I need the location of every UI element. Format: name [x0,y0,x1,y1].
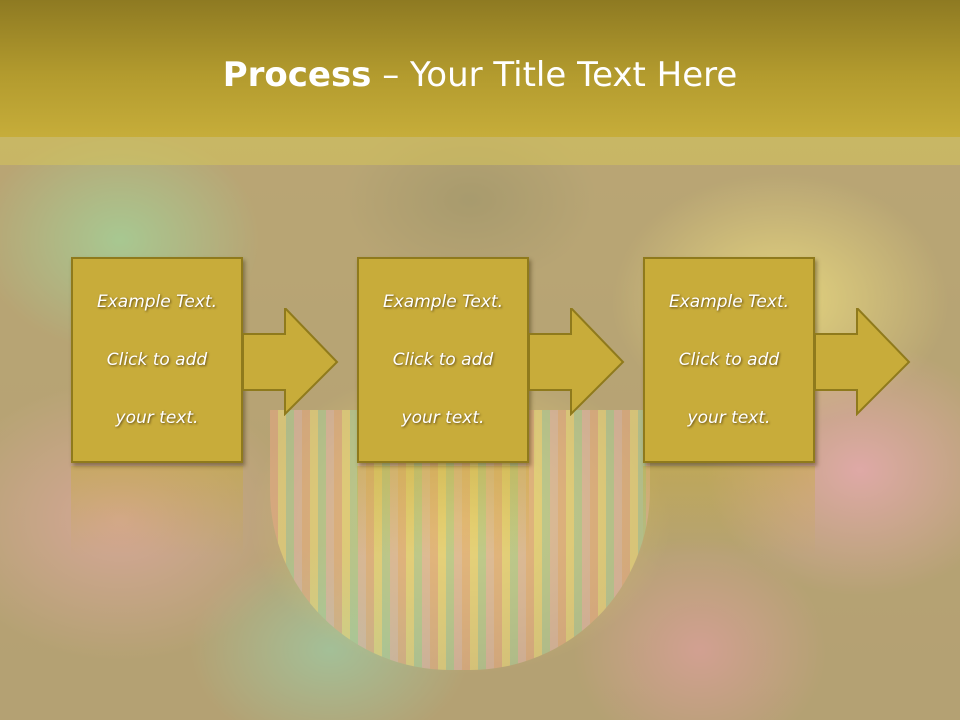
title-band [0,0,960,137]
step-2-line-3: your text. [401,407,485,428]
step-1-line-3: your text. [115,407,199,428]
step-3-text: Example Text. Click to add your text. [669,259,789,462]
step-3-box[interactable]: Example Text. Click to add your text. [643,257,815,463]
slide-title-rest: – Your Title Text Here [371,55,738,95]
step-2-box[interactable]: Example Text. Click to add your text. [357,257,529,463]
step-3-arrow-icon [815,308,911,416]
step-3-reflection [643,466,815,556]
step-3-line-3: your text. [687,407,771,428]
step-2-reflection [357,466,529,556]
step-1-text: Example Text. Click to add your text. [97,259,217,462]
step-1-line-2: Click to add [106,349,208,370]
step-1-line-1: Example Text. [96,291,218,312]
step-2-line-2: Click to add [392,349,494,370]
step-3-line-1: Example Text. [668,291,790,312]
step-1-box[interactable]: Example Text. Click to add your text. [71,257,243,463]
step-1-reflection [71,466,243,556]
step-2-line-1: Example Text. [382,291,504,312]
title-strip [0,137,960,165]
step-2-arrow-icon [529,308,625,416]
step-2-text: Example Text. Click to add your text. [383,259,503,462]
slide-title-bold: Process [222,55,372,95]
slide-title[interactable]: Process – Your Title Text Here [0,54,960,96]
step-3-line-2: Click to add [678,349,780,370]
step-1-arrow-icon [243,308,339,416]
